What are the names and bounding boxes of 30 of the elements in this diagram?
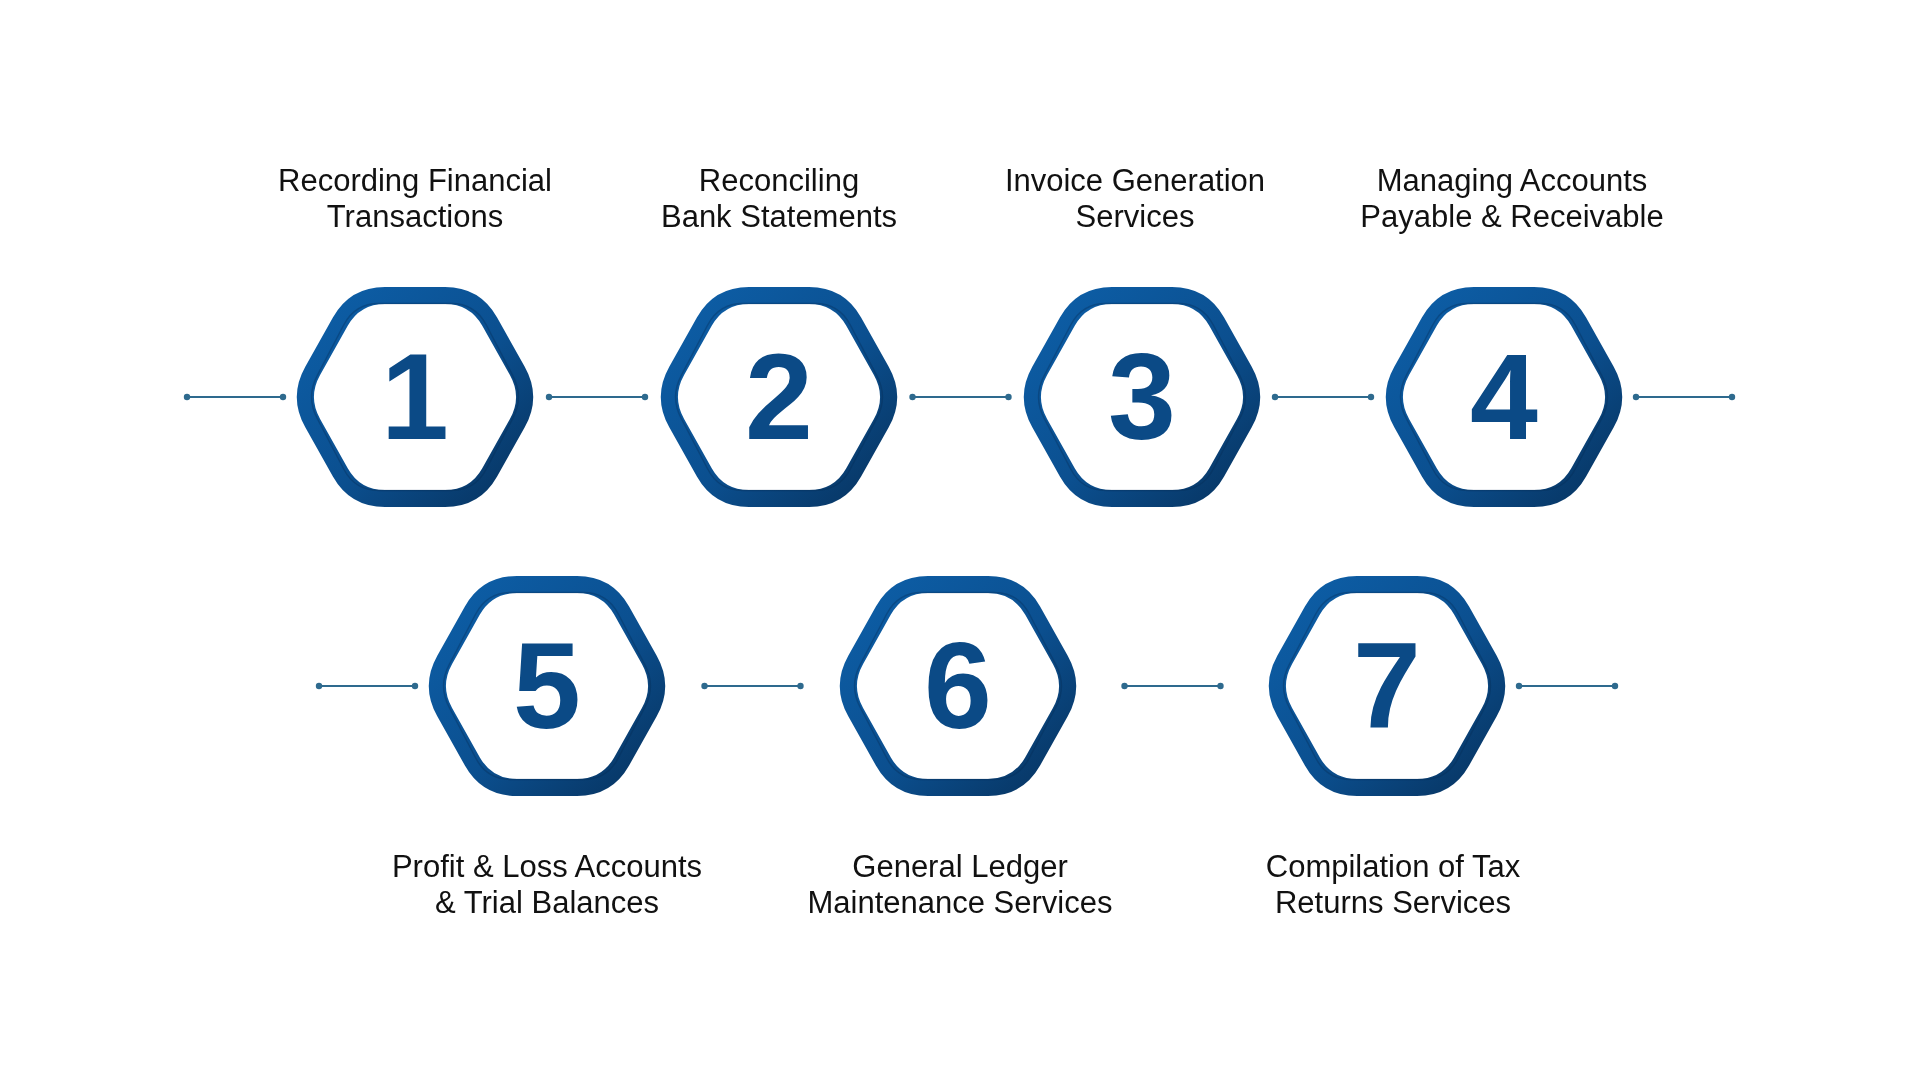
step-title: Compilation of Tax Returns Services	[1265, 849, 1521, 921]
connector-line	[1271, 393, 1375, 401]
step-title: General Ledger Maintenance Services	[807, 849, 1113, 921]
hexagon-step	[838, 576, 1078, 796]
step-title: Profit & Loss Accounts & Trial Balances	[391, 849, 703, 921]
connector-line	[1632, 393, 1736, 401]
connector-line	[545, 393, 649, 401]
connector-line	[1121, 682, 1224, 690]
connector-line	[909, 393, 1012, 401]
step-number: 2	[745, 336, 813, 458]
connector-line	[315, 682, 419, 690]
step-title: Reconciling Bank Statements	[660, 163, 898, 235]
hexagon-step	[427, 576, 667, 796]
connector-line	[701, 682, 804, 690]
step-number: 7	[1353, 625, 1421, 747]
step-number: 5	[513, 625, 581, 747]
hexagon-step	[295, 287, 535, 507]
step-title: Invoice Generation Services	[1004, 163, 1266, 235]
hexagon-step	[1022, 287, 1262, 507]
step-number: 1	[381, 336, 449, 458]
hexagon-step	[1384, 287, 1624, 507]
step-title: Managing Accounts Payable & Receivable	[1360, 163, 1664, 235]
step-number: 4	[1470, 336, 1538, 458]
step-number: 6	[924, 625, 992, 747]
connector-line	[183, 393, 287, 401]
step-title: Recording Financial Transactions	[278, 163, 552, 235]
hexagon-step	[1267, 576, 1507, 796]
hexagon-step	[659, 287, 899, 507]
connector-line	[1515, 682, 1619, 690]
step-number: 3	[1108, 336, 1176, 458]
